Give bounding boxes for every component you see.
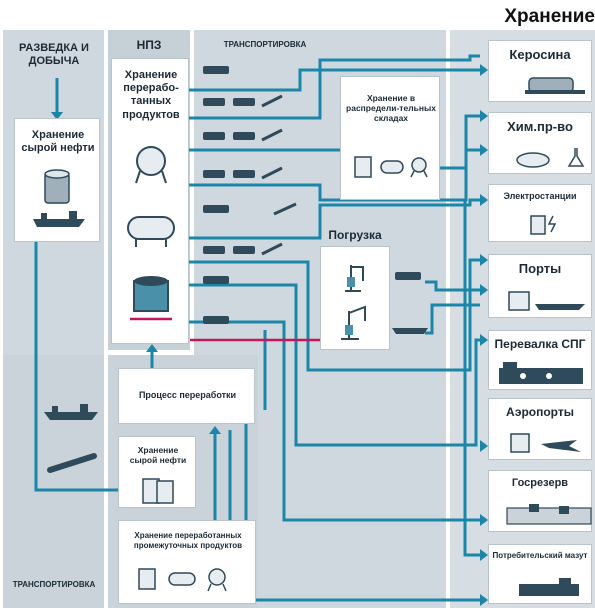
crude-storage-label-bottom: Хранение сырой нефти — [129, 445, 187, 466]
refinery-tanks-icon — [127, 146, 175, 321]
crude-storage-box-bottom: Хранение сырой нефти — [118, 436, 196, 508]
port-icon — [508, 291, 585, 311]
refinery-label: НПЗ — [136, 38, 162, 52]
chemical-plant-icon — [516, 148, 585, 168]
processing-label: Процесс переработки — [138, 390, 237, 400]
airport-icon — [510, 433, 581, 453]
distribution-storage-label: Хранение в распредели-тельных складах — [346, 93, 436, 124]
destination-5: Перевалка СПГ — [488, 330, 592, 390]
crude-storage-label-left: Хранение сырой нефти — [21, 129, 95, 155]
intermediate-tanks-icon — [138, 568, 227, 592]
refined-storage-label: Хранение перерабо-танных продуктов — [122, 69, 180, 121]
transport-label-top: ТРАНСПОРТИРОВКА — [223, 40, 307, 49]
destination-7: Госрезерв — [488, 470, 592, 532]
loading-label: Погрузка — [328, 228, 382, 242]
destination-label: Электростанции — [503, 191, 577, 201]
tank-truck-icon — [525, 77, 585, 94]
destination-label: Аэропорты — [506, 405, 574, 419]
destination-1: Керосина — [488, 40, 592, 102]
tanker-ship-icon — [33, 211, 85, 227]
transport-label-bottom: ТРАНСПОРТИРОВКА — [12, 580, 96, 589]
lng-terminal-icon — [499, 362, 583, 384]
destination-label: Потребительский мазут — [492, 551, 588, 560]
destination-label: Перевалка СПГ — [494, 337, 586, 351]
pipeline-icon — [47, 453, 97, 473]
destination-6: Аэропорты — [488, 398, 592, 460]
crude-storage-box-left: Хранение сырой нефти — [14, 118, 100, 242]
loading-arm-icon — [341, 265, 366, 340]
ship-icon — [44, 412, 98, 420]
consumer-fuel-icon — [519, 578, 579, 596]
destination-label: Хим.пр-во — [507, 119, 573, 134]
reserve-icon — [506, 504, 592, 525]
destination-label: Порты — [518, 261, 562, 276]
distribution-storage-box: Хранение в распредели-тельных складах — [340, 76, 440, 200]
refined-storage-box: Хранение перерабо-танных продуктов — [111, 58, 189, 344]
lower-left-column — [3, 355, 104, 608]
destination-4: Порты — [488, 254, 592, 318]
destination-label: Керосина — [509, 47, 571, 62]
power-plant-icon — [530, 215, 557, 235]
destination-label: Госрезерв — [511, 477, 569, 489]
crude-tanks-icon — [142, 478, 174, 504]
page-title: Хранение — [504, 6, 595, 27]
processing-box: Процесс переработки — [118, 368, 255, 424]
exploration-label: РАЗВЕДКА И ДОБЫЧА — [19, 42, 89, 68]
destination-2: Хим.пр-во — [488, 112, 592, 174]
oil-tank-icon — [44, 169, 70, 204]
loading-box — [320, 246, 390, 350]
distribution-tanks-icon — [354, 156, 428, 178]
destination-3: Электростанции — [488, 184, 592, 242]
destination-8: Потребительский мазут — [488, 544, 592, 604]
intermediate-storage-label: Хранение переработанных промежуточных пр… — [133, 531, 243, 550]
vehicle-icons — [203, 66, 428, 334]
intermediate-storage-box: Хранение переработанных промежуточных пр… — [118, 520, 256, 604]
